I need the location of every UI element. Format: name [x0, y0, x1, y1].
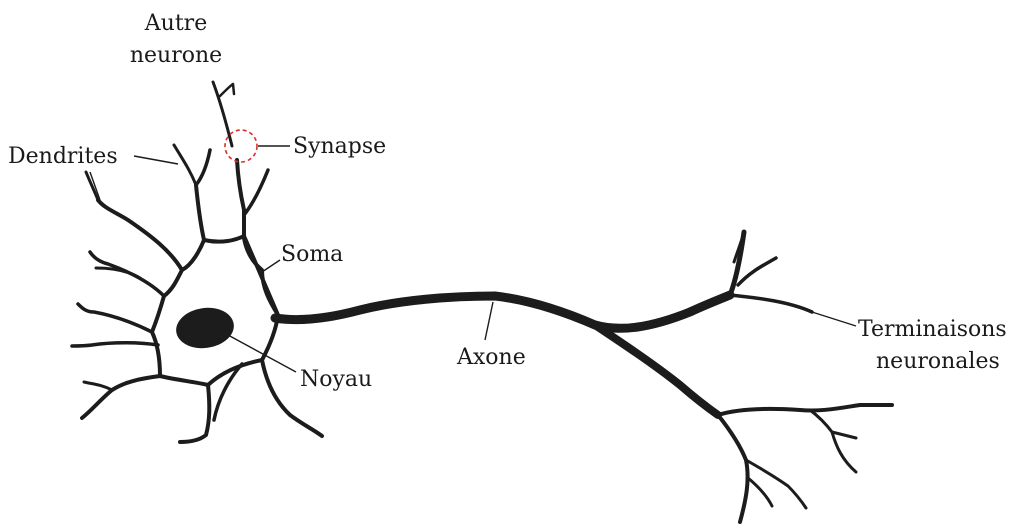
soma-leader	[261, 259, 281, 273]
axon-terminals-upper	[727, 229, 814, 314]
label-terminaisons-line2: neuronales	[876, 349, 1000, 374]
synapse-marker	[224, 129, 258, 163]
dendrites-leader-2	[89, 171, 101, 201]
leader-lines	[89, 145, 857, 373]
soma-outline	[150, 208, 280, 387]
terminaisons-leader	[811, 311, 857, 327]
noyau-leader	[227, 334, 297, 373]
axon-terminals-lower	[716, 403, 894, 524]
label-terminaisons-line1: Terminaisons	[858, 317, 1007, 342]
label-noyau: Noyau	[300, 367, 372, 392]
nucleus	[176, 307, 234, 349]
label-axone: Axone	[456, 345, 526, 370]
label-autre-neurone-line1: Autre	[144, 11, 207, 36]
label-dendrites: Dendrites	[8, 144, 118, 169]
dendrites-leader	[133, 155, 179, 165]
labels: Autre neurone Synapse Dendrites Soma Noy…	[8, 11, 1007, 392]
axone-leader	[484, 301, 494, 341]
other-neuron-axon	[211, 80, 236, 148]
dendrites	[70, 143, 324, 444]
axon	[270, 290, 735, 419]
label-soma: Soma	[281, 242, 343, 267]
label-synapse: Synapse	[293, 134, 386, 159]
label-autre-neurone-line2: neurone	[130, 43, 222, 68]
